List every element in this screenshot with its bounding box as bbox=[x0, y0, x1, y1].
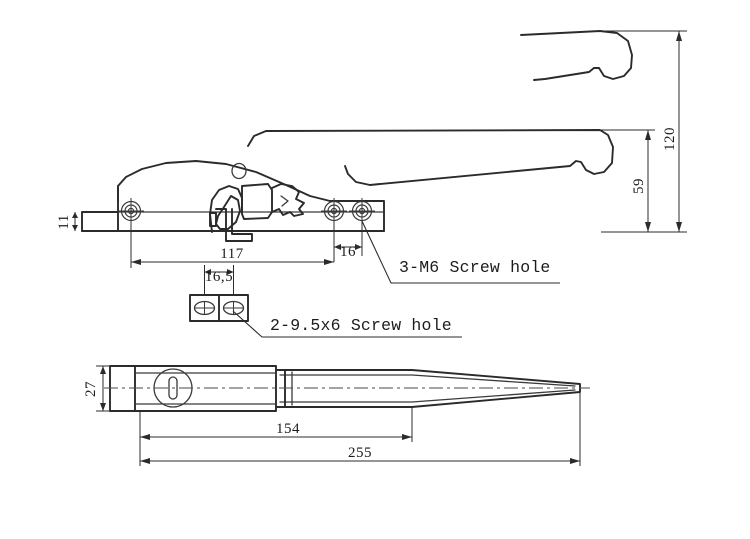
handle-open-position-view bbox=[520, 30, 633, 81]
note-2-95x6-screw-hole: 2-9.5x6 Screw hole bbox=[232, 310, 462, 338]
dim-120-label: 120 bbox=[662, 127, 678, 151]
latch-body-side-view bbox=[81, 160, 385, 232]
dimension-255: 255 bbox=[139, 392, 581, 466]
note-3-m6-screw-hole: 3-M6 Screw hole bbox=[361, 220, 560, 284]
dim-16-5-label: 16,5 bbox=[205, 269, 233, 285]
dim-255-label: 255 bbox=[348, 445, 372, 461]
dimension-11-thickness: 11 bbox=[56, 212, 78, 231]
mounting-plate-detail bbox=[189, 294, 249, 322]
note-2-95x6-label: 2-9.5x6 Screw hole bbox=[270, 316, 452, 335]
dimension-27: 27 bbox=[83, 365, 110, 412]
dimension-16: 16 bbox=[333, 222, 363, 260]
dimension-154: 154 bbox=[139, 407, 413, 442]
note-3-m6-label: 3-M6 Screw hole bbox=[399, 258, 551, 277]
dim-27-label: 27 bbox=[83, 381, 99, 397]
screw-hole-right bbox=[349, 198, 375, 224]
cam-latch-mechanism bbox=[209, 183, 305, 242]
vertical-dimension-59: 59 bbox=[590, 129, 655, 232]
dim-117-label: 117 bbox=[220, 246, 243, 262]
dimension-16-5: 16,5 bbox=[204, 265, 234, 295]
screw-hole-left bbox=[118, 198, 144, 224]
plan-view-handle bbox=[104, 365, 590, 412]
dim-11-label: 11 bbox=[56, 214, 72, 229]
dim-16-label: 16 bbox=[340, 244, 356, 260]
dim-59-label: 59 bbox=[631, 178, 647, 194]
handle-closed-lever bbox=[247, 129, 614, 186]
vertical-dimension-120: 120 bbox=[601, 30, 687, 233]
dim-154-label: 154 bbox=[276, 421, 300, 437]
screw-hole-middle bbox=[321, 198, 347, 224]
